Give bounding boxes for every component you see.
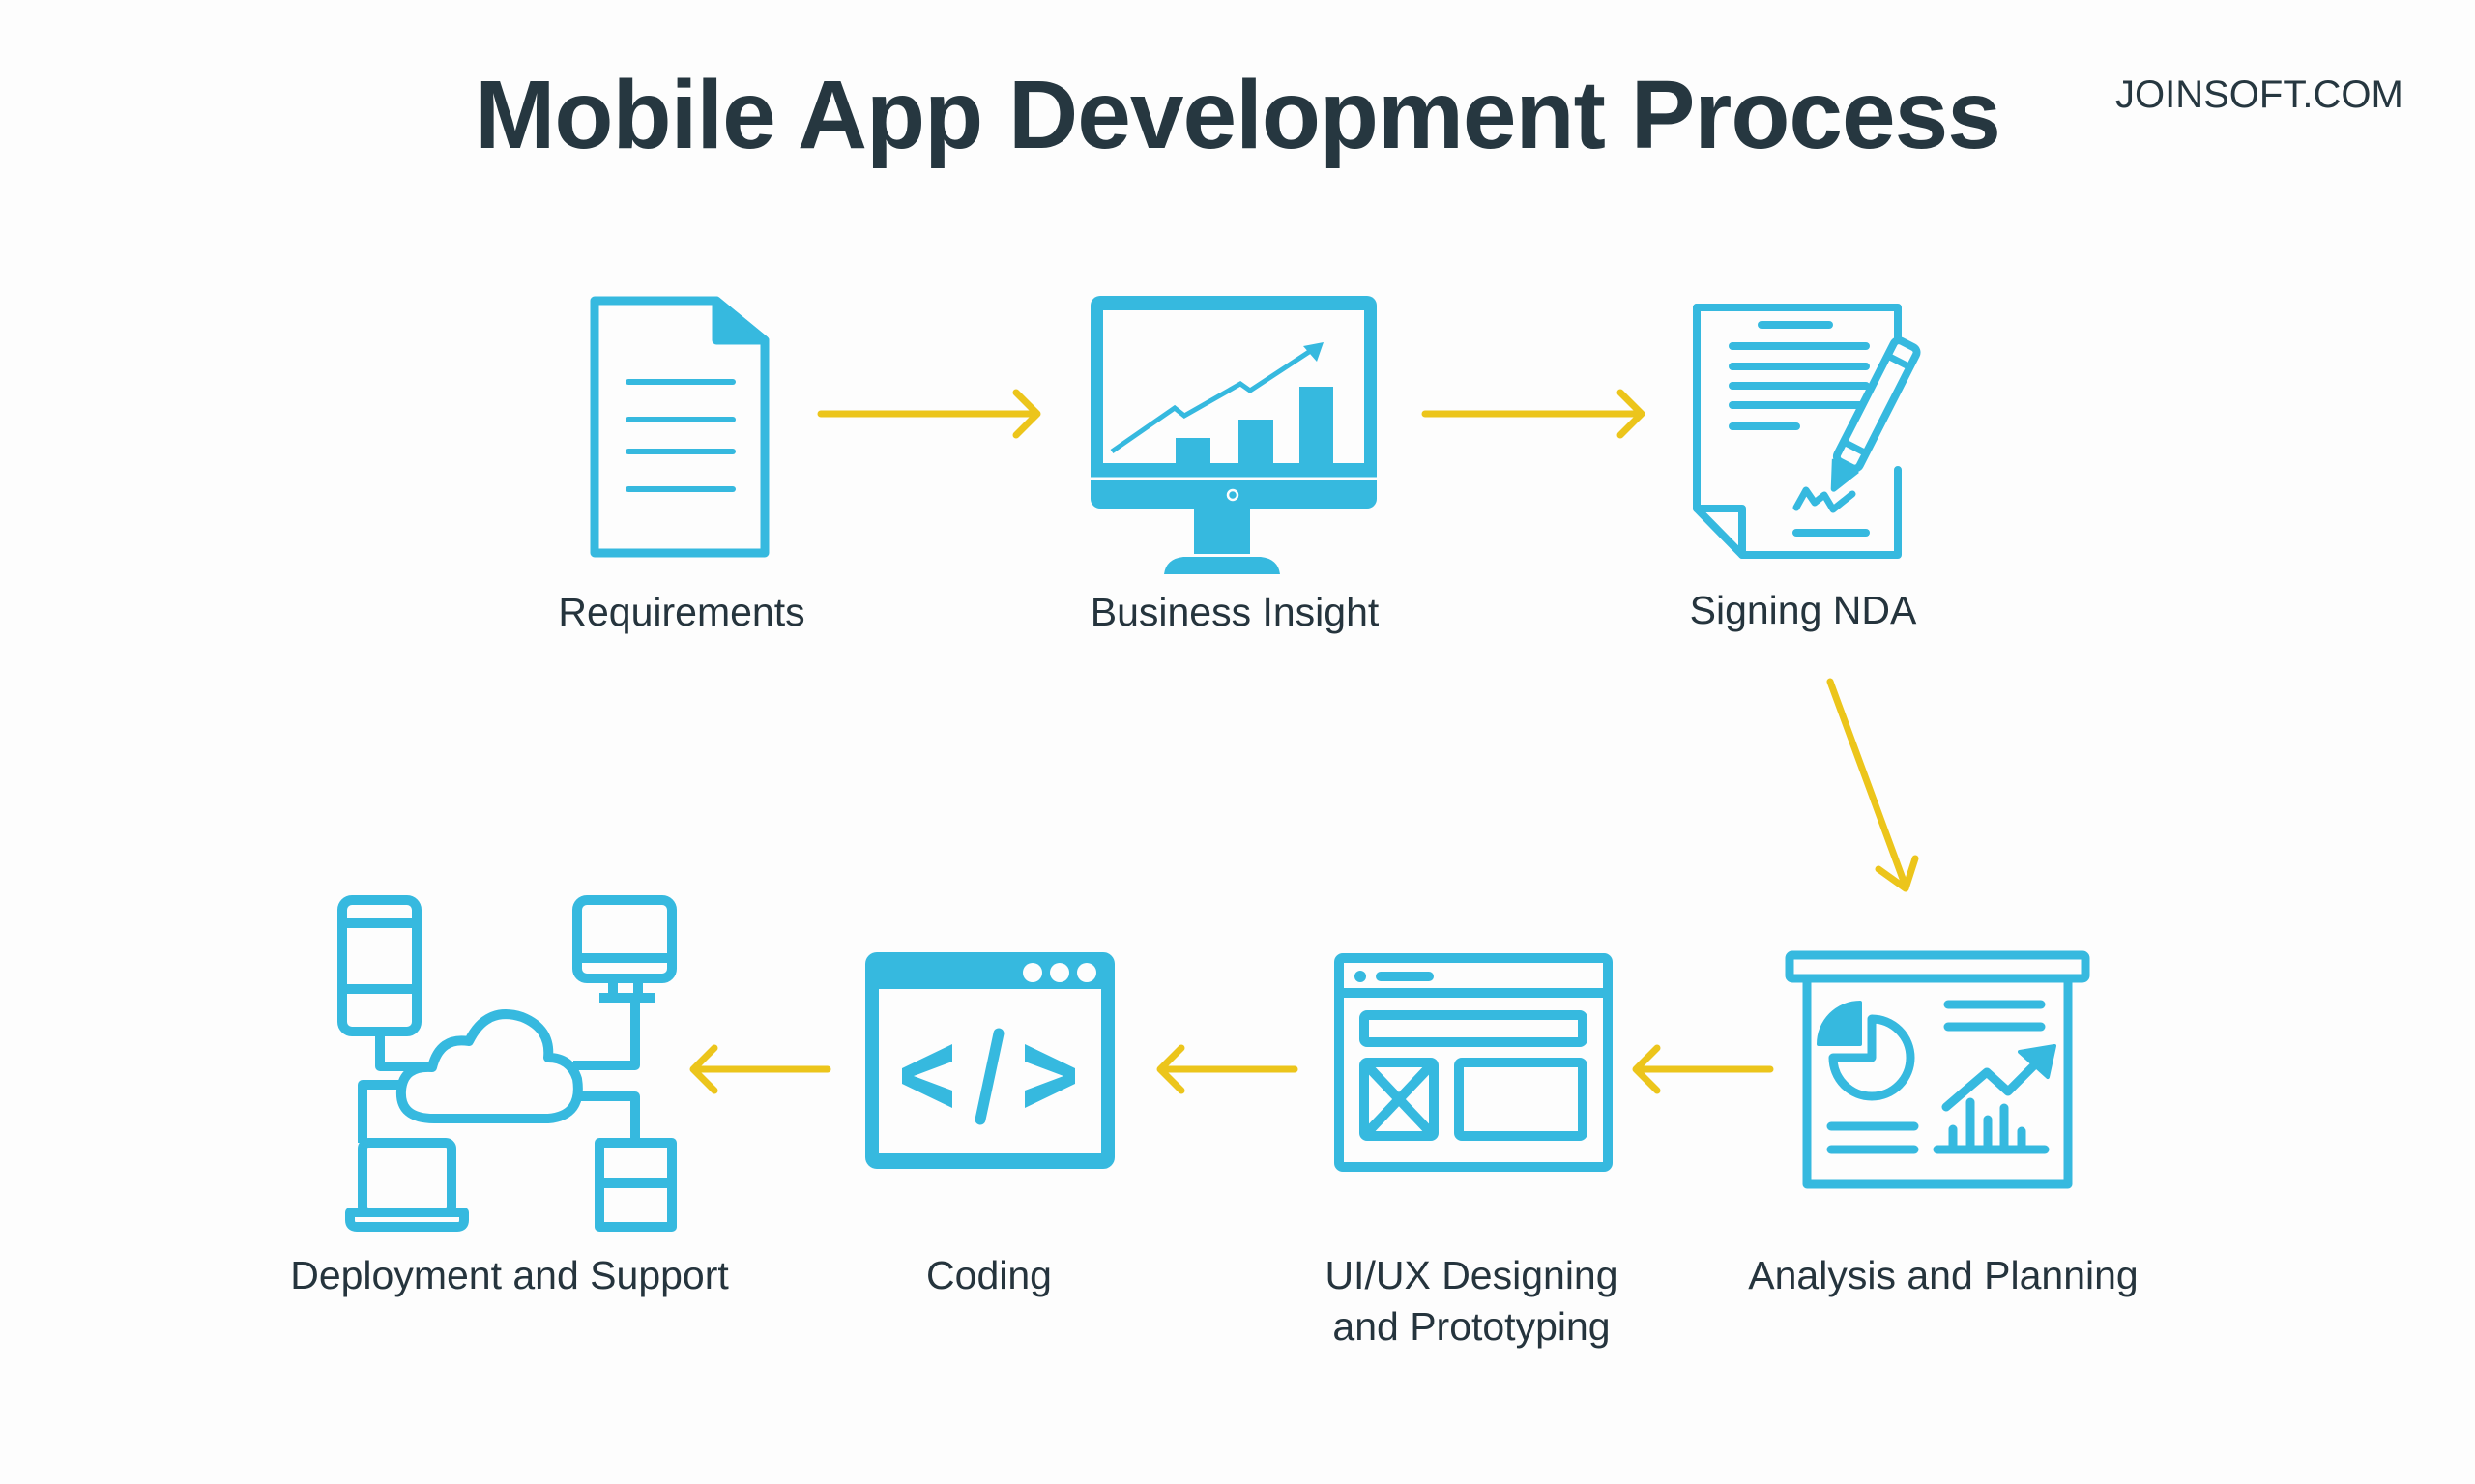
page-title: Mobile App Development Process (475, 61, 2001, 169)
code-window-icon (865, 952, 1115, 1169)
step-label-uiux: UI/UX Designing and Prototyping (1181, 1250, 1762, 1353)
step-label-business-insight: Business Insight (1090, 590, 1380, 634)
monitor-chart-icon (1091, 296, 1377, 574)
step-label-signing-nda: Signing NDA (1689, 588, 1917, 632)
wireframe-icon (1334, 953, 1613, 1172)
arrow-left-icon (689, 1044, 831, 1094)
cloud-network-icon (337, 895, 677, 1232)
step-label-analysis-planning: Analysis and Planning (1748, 1253, 2139, 1297)
arrow-right-icon (1421, 389, 1645, 439)
brand-logo-text: JOINSOFT.COM (2115, 73, 2403, 116)
arrow-left-icon (1156, 1044, 1298, 1094)
step-label-uiux-line1: UI/UX Designing (1325, 1253, 1618, 1297)
contract-signature-icon (1693, 304, 1921, 559)
arrow-right-icon (817, 389, 1041, 439)
presentation-board-icon (1785, 950, 2090, 1189)
document-icon (590, 296, 770, 558)
arrow-left-icon (1632, 1044, 1774, 1094)
step-label-deployment-support: Deployment and Support (290, 1253, 729, 1297)
step-label-requirements: Requirements (558, 590, 805, 634)
step-label-uiux-line2: and Prototyping (1332, 1304, 1611, 1349)
step-label-coding: Coding (926, 1253, 1052, 1297)
arrow-down-icon (1826, 678, 1919, 892)
